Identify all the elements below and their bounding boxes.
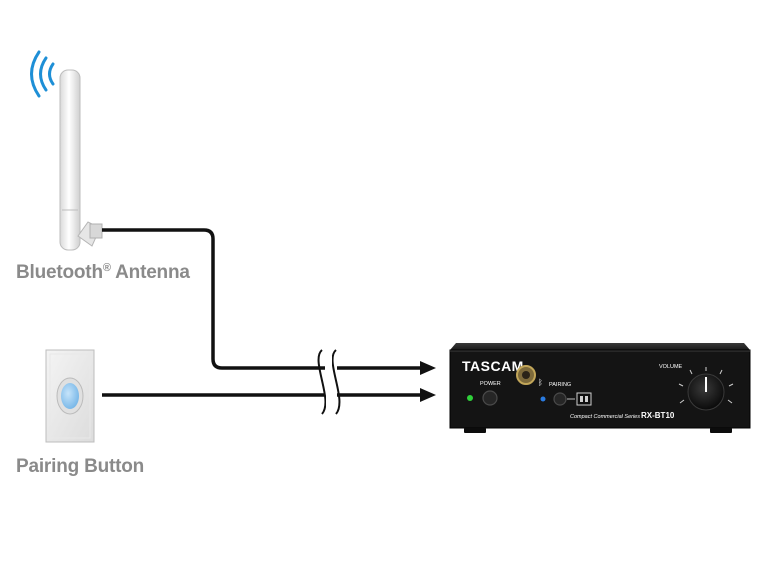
model-label: RX-BT10 xyxy=(641,411,675,420)
brand-logo: TASCAM xyxy=(462,358,524,374)
pairing-button xyxy=(553,392,567,406)
bluetooth-antenna-label-text: Bluetooth xyxy=(16,262,103,283)
pairing-cable-arrow xyxy=(420,388,436,402)
series-label: Compact Commercial Series xyxy=(570,414,640,420)
pairing-led xyxy=(540,396,546,402)
power-label: POWER xyxy=(480,381,501,387)
bluetooth-antenna-label: Bluetooth® Antenna xyxy=(16,262,190,284)
wireless-waves-icon xyxy=(30,50,55,98)
antenna-cable-arrow xyxy=(420,361,436,375)
pairing-terminal xyxy=(576,392,592,406)
antenna-cable xyxy=(102,228,420,370)
pairing-label: PAIRING xyxy=(549,382,571,388)
cable-break-mark xyxy=(317,349,341,415)
registered-mark: ® xyxy=(102,262,111,274)
pairing-button-icon xyxy=(45,349,95,443)
pairing-button-label: Pairing Button xyxy=(16,456,145,477)
volume-label: VOLUME xyxy=(659,364,683,370)
rx-bt10-device: TASCAM POWER ᛒ PAIRING Compact Commercia… xyxy=(449,343,751,433)
power-button xyxy=(482,390,498,406)
power-led xyxy=(467,395,473,401)
bluetooth-icon: ᛒ xyxy=(538,378,543,387)
volume-scale-ticks xyxy=(678,367,734,404)
bluetooth-antenna-icon xyxy=(59,69,103,251)
bluetooth-antenna-label-suffix: Antenna xyxy=(110,262,190,283)
